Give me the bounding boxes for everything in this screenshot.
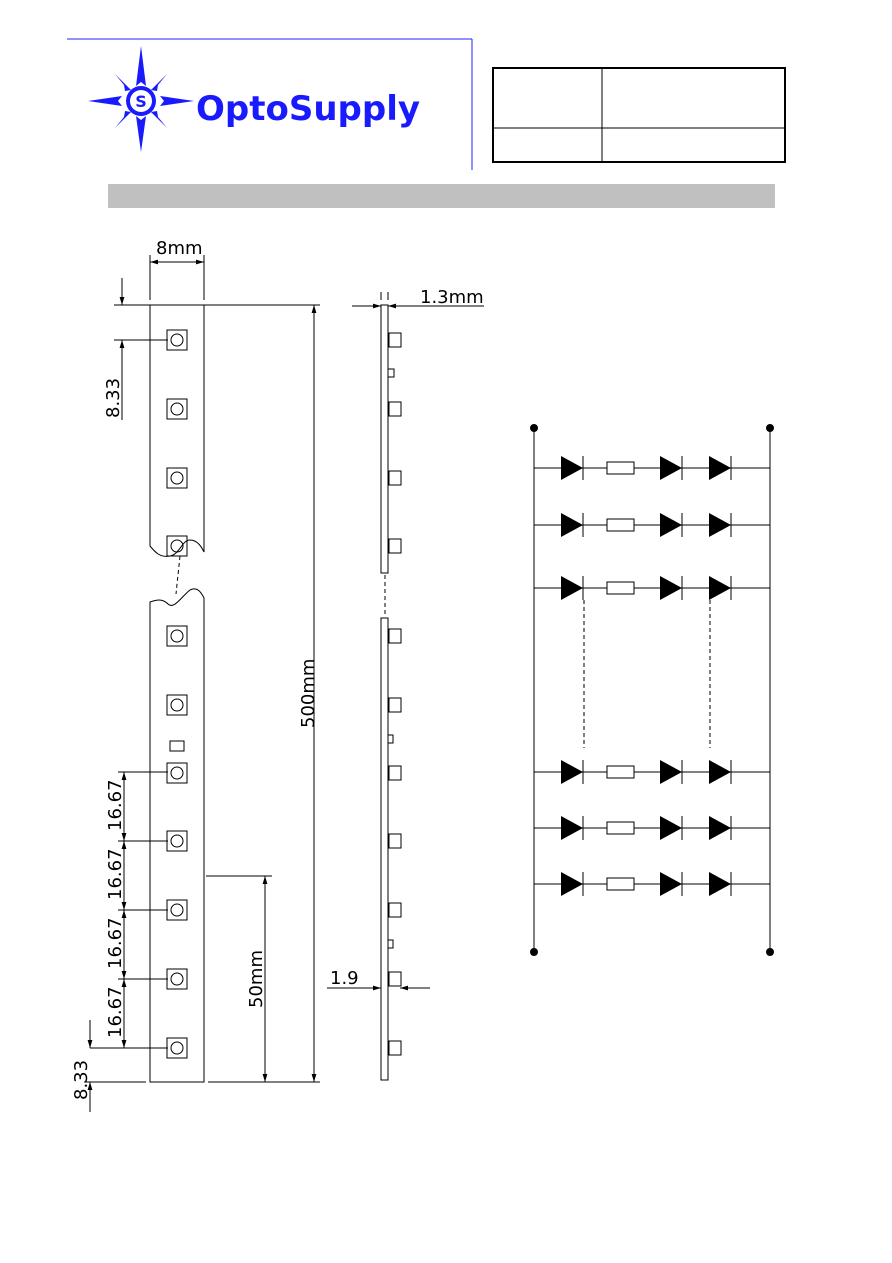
led-diode-icon [660,456,683,480]
resistor-icon [606,581,635,595]
info-table [492,67,786,163]
circuit-row-3 [534,576,770,600]
length-label: 500mm [298,659,319,728]
led-diode-icon [709,872,732,896]
top-offset-label: 8.33 [103,378,124,418]
led-diode-icon [660,872,683,896]
side-led-5 [388,628,402,644]
led-diode-icon [660,576,683,600]
side-led-7 [388,765,402,781]
circuit-row-2 [534,513,770,537]
strip-dimension-labels: 8mm 500mm 50mm 8.33 16.67 16.67 16.67 16… [71,238,319,1100]
resistor-icon [606,461,635,475]
strip-led-11 [166,1037,188,1059]
circuit-row-4 [534,760,770,784]
bottom-offset-label: 8.33 [71,1060,92,1100]
strip-dimensions [84,255,320,1112]
led-diode-icon [561,576,584,600]
strip-led-8 [166,830,188,852]
led-diode-icon [561,816,584,840]
side-led-6 [388,697,402,713]
led-diode-icon [709,816,732,840]
side-led-10 [388,971,402,987]
svg-text:S: S [135,92,147,111]
side-led-4 [388,538,402,554]
width-label: 8mm [156,238,203,259]
section-label: 50mm [246,950,267,1008]
resistor-icon [606,765,635,779]
pitch-label-3: 16.67 [105,917,126,969]
strip-led-10 [166,968,188,990]
led-diode-icon [709,576,732,600]
resistor-icon [606,518,635,532]
circuit-row-6 [534,872,770,896]
strip-led-2 [166,398,188,420]
height-label: 1.9 [330,968,359,989]
strip-led-7 [166,762,188,784]
pitch-label-2: 16.67 [105,848,126,900]
circuit-row-5 [534,816,770,840]
led-diode-icon [561,760,584,784]
resistor-icon [606,877,635,891]
circuit-row-1 [534,456,770,480]
led-diode-icon [561,456,584,480]
led-diode-icon [561,872,584,896]
pitch-label-4: 16.67 [105,986,126,1038]
side-led-3 [388,470,402,486]
led-diode-icon [561,513,584,537]
led-diode-icon [709,513,732,537]
circuit-schematic [530,424,774,956]
optosupply-star-logo: S [88,46,194,152]
strip-led-5 [166,625,188,647]
strip-led-9 [166,899,188,921]
side-led-8 [388,833,402,849]
side-led-9 [388,902,402,918]
side-led-2 [388,401,402,417]
led-diode-icon [709,456,732,480]
strip-top-view [149,305,205,1083]
thickness-label: 1.3mm [420,287,484,308]
side-led-11 [388,1040,402,1056]
led-diode-icon [660,760,683,784]
resistor-icon [606,821,635,835]
circuit-rows [534,456,770,896]
side-led-group [388,332,402,1056]
led-diode-icon [709,760,732,784]
pitch-label-1: 16.67 [105,779,126,831]
strip-led-6 [166,694,188,716]
strip-led-1 [166,329,188,351]
side-dimension-labels: 1.3mm 1.9 [330,287,484,989]
led-diode-icon [660,513,683,537]
brand-name: OptoSupply [196,89,420,129]
header: S OptoSupply [67,38,786,208]
strip-led-group [166,329,188,1059]
strip-side-view [327,292,484,1081]
led-diode-icon [660,816,683,840]
strip-led-3 [166,467,188,489]
side-led-1 [388,332,402,348]
strip-led-4 [166,535,188,557]
title-bar [108,184,775,208]
